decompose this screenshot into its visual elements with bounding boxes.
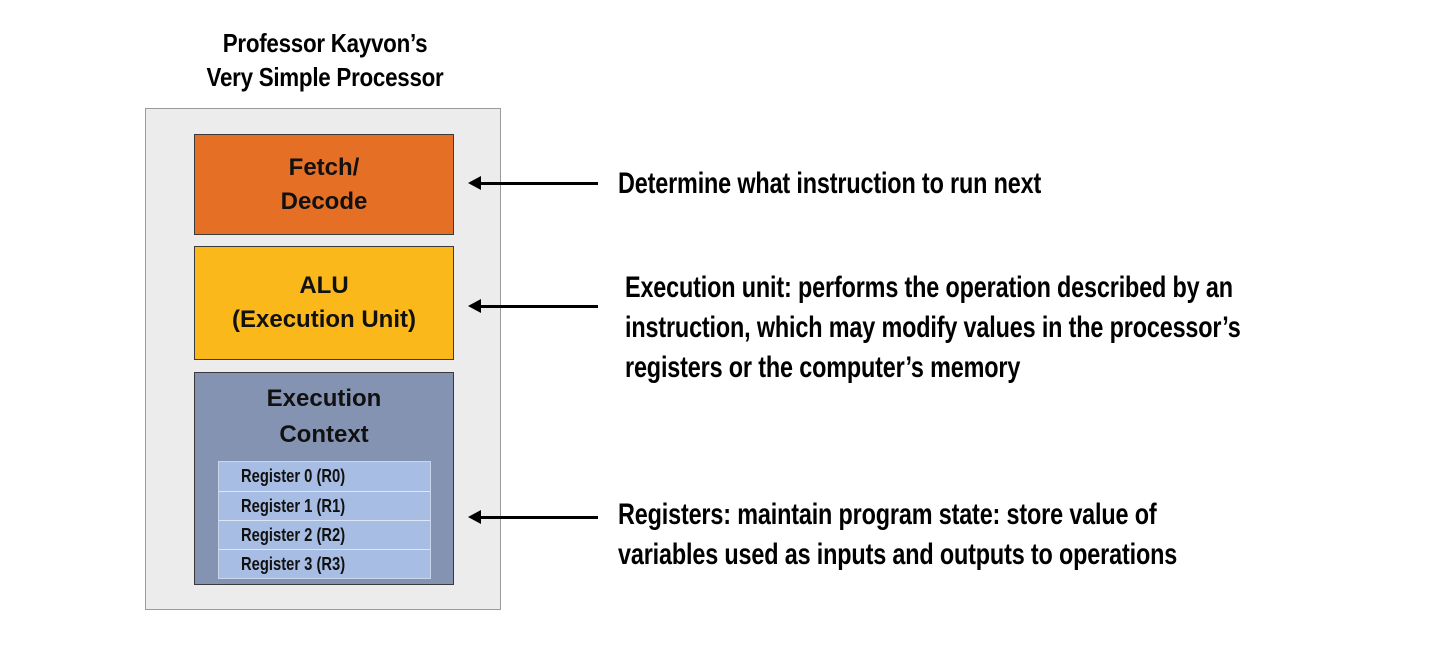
alu-description-line-1: Execution unit: performs the operation d… [625, 271, 1233, 304]
registers-description-line-2: variables used as inputs and outputs to … [618, 538, 1178, 571]
registers-description: Registers: maintain program state: store… [618, 495, 1177, 575]
register-row-2: Register 2 (R2) [219, 520, 430, 549]
execution-context-label-1: Execution [266, 385, 382, 412]
execution-context-label-2: Context [279, 421, 369, 448]
fetch-decode-block: Fetch/ Decode [194, 134, 454, 235]
alu-description: Execution unit: performs the operation d… [625, 268, 1241, 388]
alu-arrow-icon [468, 299, 598, 313]
diagram-title: Professor Kayvon’s Very Simple Processor [170, 26, 480, 94]
fetch-decode-label-2: Decode [280, 187, 368, 215]
registers-arrow-icon [468, 510, 598, 524]
fetch-decode-arrow-icon [468, 176, 598, 190]
alu-label-1: ALU [299, 272, 349, 299]
title-line-2: Very Simple Processor [206, 62, 444, 92]
fetch-decode-description: Determine what instruction to run next [618, 164, 1041, 204]
title-line-1: Professor Kayvon’s [222, 28, 428, 58]
register-row-0: Register 0 (R0) [219, 462, 430, 491]
register-row-1: Register 1 (R1) [219, 491, 430, 520]
registers-description-line-1: Registers: maintain program state: store… [618, 498, 1157, 531]
register-file: Register 0 (R0) Register 1 (R1) Register… [218, 461, 431, 579]
alu-description-line-3: registers or the computer’s memory [625, 351, 1021, 384]
alu-block: ALU (Execution Unit) [194, 246, 454, 360]
alu-label-2: (Execution Unit) [232, 306, 416, 333]
fetch-decode-description-line-1: Determine what instruction to run next [618, 167, 1042, 200]
register-row-3: Register 3 (R3) [219, 549, 430, 578]
fetch-decode-label-1: Fetch/ [288, 153, 360, 181]
alu-description-line-2: instruction, which may modify values in … [625, 311, 1241, 344]
